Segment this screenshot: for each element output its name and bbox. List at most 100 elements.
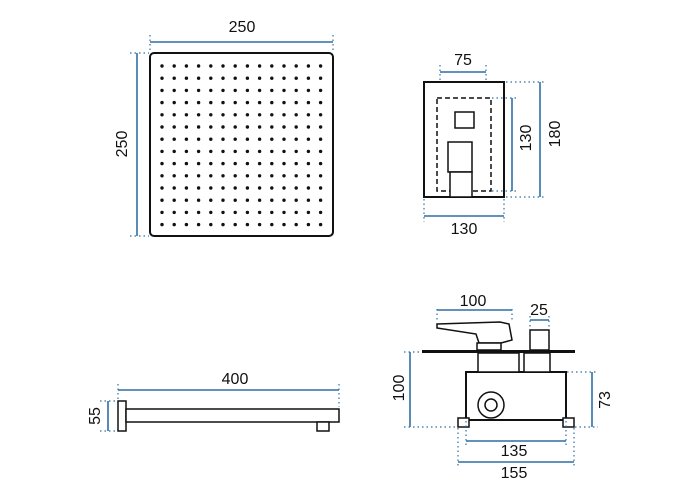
nozzle-dot	[184, 64, 189, 68]
valve-body-height-label: 73	[597, 391, 614, 409]
head-width-dimension: 250	[149, 19, 334, 52]
arm-bar	[125, 408, 340, 423]
nozzle-dot	[233, 161, 237, 166]
nozzle-dot	[172, 88, 176, 93]
nozzle-dot	[245, 198, 250, 202]
valve-base-width-dimension: 155	[457, 428, 575, 482]
nozzle-dot	[306, 100, 311, 105]
foot-right	[562, 417, 575, 428]
nozzle-dot	[270, 174, 274, 178]
panel-inner-dashed	[436, 97, 492, 192]
valve-body-width-dimension: 135	[465, 421, 567, 460]
nozzle-dot	[209, 222, 213, 227]
nozzle-dot	[233, 100, 237, 105]
valve-base-width-label: 155	[501, 465, 528, 482]
nozzle-dot	[172, 186, 176, 190]
nozzle-dot	[294, 161, 298, 166]
nozzle-grid	[160, 64, 323, 227]
nozzle-dot	[196, 186, 201, 190]
nozzle-dot	[184, 76, 189, 80]
arm-connector	[316, 421, 330, 432]
nozzle-dot	[318, 64, 323, 68]
nozzle-dot	[294, 88, 298, 93]
nozzle-dot	[160, 76, 164, 80]
nozzle-dot	[233, 76, 237, 80]
nozzle-dot	[306, 113, 311, 117]
nozzle-dot	[270, 198, 274, 202]
nozzle-dot	[294, 149, 298, 154]
nozzle-dot	[172, 210, 176, 215]
nozzle-dot	[221, 222, 225, 227]
nozzle-dot	[196, 198, 201, 202]
nozzle-dot	[160, 113, 164, 117]
nozzle-dot	[245, 64, 250, 68]
nozzle-dot	[245, 125, 250, 129]
shower-head-outline	[149, 52, 334, 237]
nozzle-dot	[270, 64, 274, 68]
nozzle-dot	[160, 210, 164, 215]
head-height-dimension: 250	[114, 52, 149, 237]
nozzle-dot	[209, 186, 213, 190]
nozzle-dot	[172, 113, 176, 117]
nozzle-dot	[318, 186, 323, 190]
nozzle-dot	[233, 64, 237, 68]
nozzle-dot	[282, 186, 286, 190]
nozzle-dot	[233, 222, 237, 227]
valve-body-height-dimension: 73	[567, 371, 614, 428]
nozzle-dot	[257, 174, 262, 178]
nozzle-dot	[233, 174, 237, 178]
nozzle-dot	[160, 149, 164, 154]
nozzle-dot	[221, 137, 225, 141]
valve-knob-dimension: 25	[529, 302, 550, 329]
nozzle-dot	[282, 88, 286, 93]
nozzle-dot	[257, 198, 262, 202]
nozzle-dot	[294, 113, 298, 117]
lever-base	[476, 342, 502, 351]
nozzle-dot	[282, 100, 286, 105]
nozzle-dot	[196, 137, 201, 141]
nozzle-dot	[318, 137, 323, 141]
nozzle-dot	[233, 137, 237, 141]
valve-knob-label: 25	[530, 302, 548, 319]
panel-inner-height-dimension: 130	[492, 97, 535, 192]
nozzle-dot	[270, 186, 274, 190]
valve-lever-dimension: 100	[436, 293, 513, 322]
nozzle-dot	[318, 100, 323, 105]
nozzle-dot	[221, 198, 225, 202]
nozzle-dot	[245, 174, 250, 178]
head-width-label: 250	[229, 19, 256, 36]
nozzle-dot	[196, 113, 201, 117]
nozzle-dot	[209, 88, 213, 93]
nozzle-dot	[257, 76, 262, 80]
nozzle-dot	[160, 64, 164, 68]
nozzle-dot	[294, 137, 298, 141]
nozzle-dot	[318, 88, 323, 93]
nozzle-dot	[196, 100, 201, 105]
outlet-core	[484, 398, 498, 412]
nozzle-dot	[233, 125, 237, 129]
nozzle-dot	[245, 210, 250, 215]
nozzle-dot	[233, 149, 237, 154]
nozzle-dot	[233, 198, 237, 202]
nozzle-dot	[306, 222, 311, 227]
valve-depth-label: 100	[391, 375, 408, 402]
nozzle-dot	[294, 125, 298, 129]
nozzle-dot	[221, 64, 225, 68]
nozzle-dot	[245, 222, 250, 227]
nozzle-dot	[257, 88, 262, 93]
nozzle-dot	[172, 161, 176, 166]
nozzle-dot	[245, 161, 250, 166]
head-height-label: 250	[114, 131, 131, 158]
nozzle-dot	[160, 88, 164, 93]
nozzle-dot	[257, 161, 262, 166]
nozzle-dot	[196, 88, 201, 93]
knob-stem	[523, 352, 551, 373]
nozzle-dot	[245, 88, 250, 93]
nozzle-dot	[270, 76, 274, 80]
nozzle-dot	[306, 76, 311, 80]
nozzle-dot	[257, 222, 262, 227]
nozzle-dot	[306, 161, 311, 166]
nozzle-dot	[318, 174, 323, 178]
nozzle-dot	[160, 161, 164, 166]
